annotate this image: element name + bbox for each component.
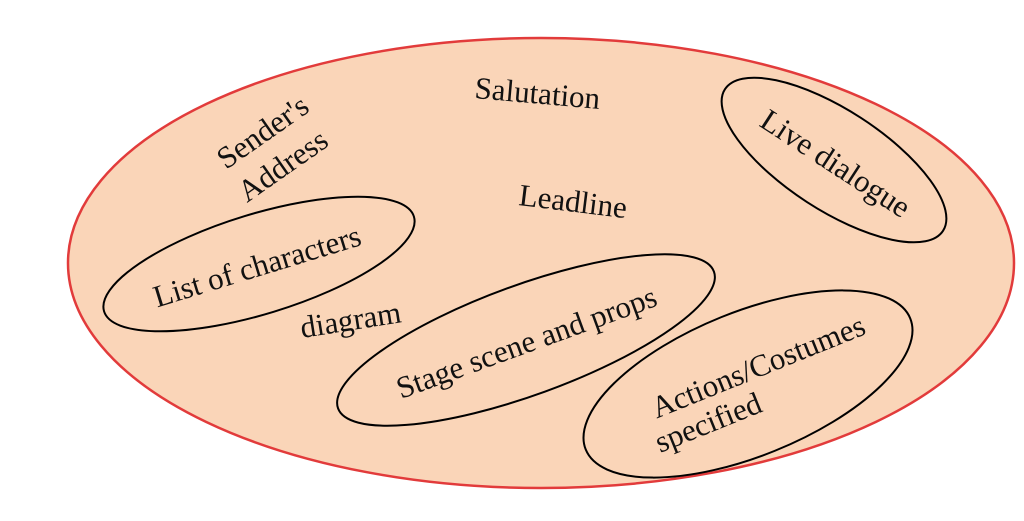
live-dialogue-ellipse — [720, 76, 948, 244]
stage-scene-ellipse — [336, 253, 716, 427]
outer-ellipse — [66, 36, 1016, 490]
actions-costumes-ellipse — [582, 289, 914, 479]
